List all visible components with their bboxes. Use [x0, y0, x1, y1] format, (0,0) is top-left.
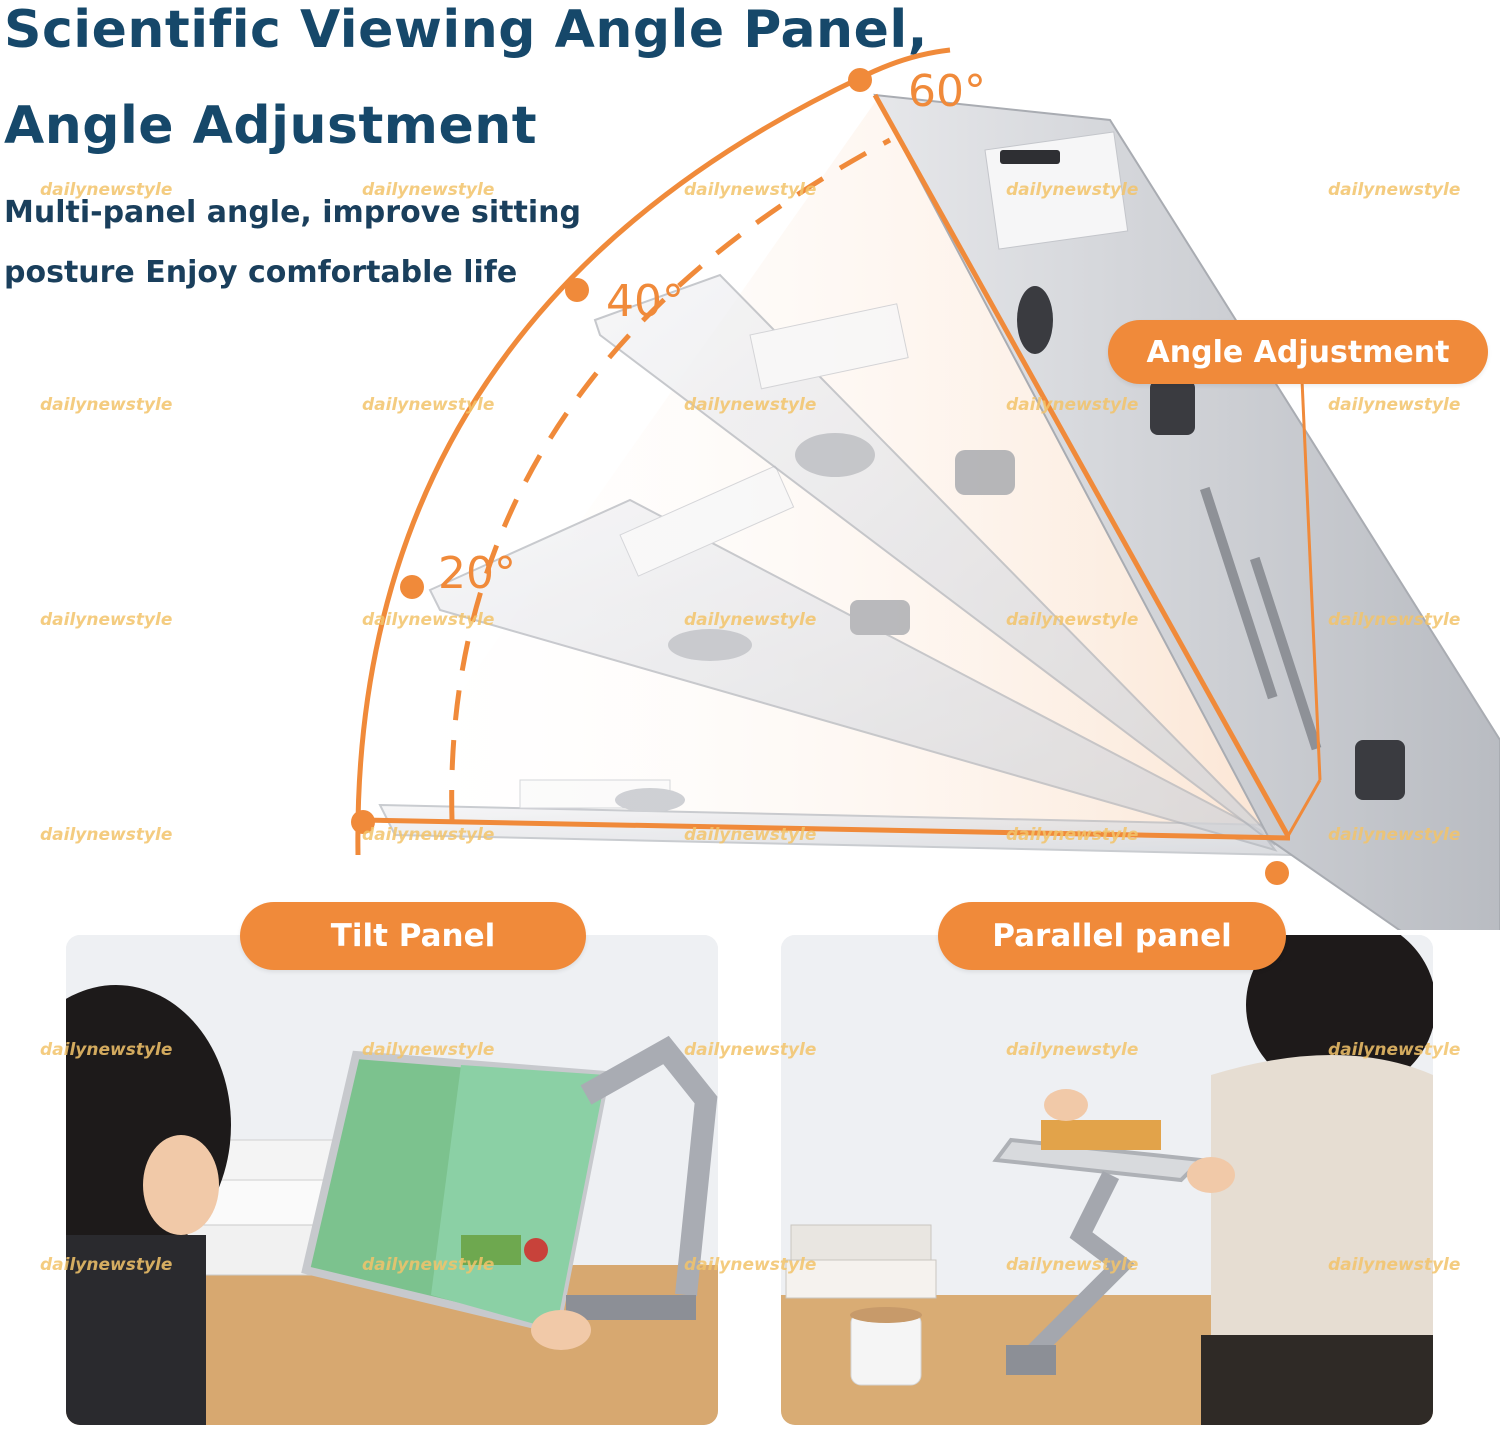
watermark: dailynewstyle [40, 825, 173, 845]
watermark: dailynewstyle [1006, 825, 1139, 845]
subheadline-line-2: posture Enjoy comfortable life [4, 255, 518, 290]
watermark: dailynewstyle [1006, 1040, 1139, 1060]
watermark: dailynewstyle [362, 1255, 495, 1275]
watermark: dailynewstyle [1328, 1255, 1461, 1275]
watermark: dailynewstyle [1006, 395, 1139, 415]
dot-0 [351, 810, 375, 834]
watermark: dailynewstyle [684, 395, 817, 415]
dot-hinge [1265, 861, 1289, 885]
watermark: dailynewstyle [40, 180, 173, 200]
watermark: dailynewstyle [684, 825, 817, 845]
inner-arc-dashed [449, 137, 892, 821]
angle-label-20: 20° [438, 548, 516, 599]
hinge-riser [872, 93, 1291, 838]
angle-adjustment-pill: Angle Adjustment [1108, 320, 1488, 384]
baseline [361, 817, 1291, 841]
watermark: dailynewstyle [684, 1255, 817, 1275]
parallel-panel-photo [781, 935, 1433, 1425]
watermark: dailynewstyle [1328, 610, 1461, 630]
panel-20-deg [428, 465, 1278, 852]
parallel-panel-scene [781, 935, 1433, 1425]
angle-diagram [351, 47, 1500, 930]
tilt-panel-scene [66, 935, 718, 1425]
parallel-panel-pill: Parallel panel [938, 902, 1286, 970]
watermark: dailynewstyle [1328, 1040, 1461, 1060]
watermark: dailynewstyle [40, 610, 173, 630]
watermark: dailynewstyle [1006, 610, 1139, 630]
subheadline-line-1: Multi-panel angle, improve sitting [4, 195, 581, 230]
watermark: dailynewstyle [1006, 1255, 1139, 1275]
angle-label-60: 60° [908, 66, 986, 117]
headline-line-1: Scientific Viewing Angle Panel, [4, 0, 928, 60]
watermark: dailynewstyle [362, 610, 495, 630]
angle-label-40: 40° [606, 276, 684, 327]
watermark: dailynewstyle [684, 180, 817, 200]
watermark: dailynewstyle [40, 1255, 173, 1275]
headline-line-2: Angle Adjustment [4, 96, 538, 156]
callout-line [1300, 379, 1322, 781]
watermark: dailynewstyle [1006, 180, 1139, 200]
watermark: dailynewstyle [1328, 395, 1461, 415]
watermark: dailynewstyle [362, 1040, 495, 1060]
watermark: dailynewstyle [40, 1040, 173, 1060]
watermark: dailynewstyle [40, 395, 173, 415]
outer-arc [355, 75, 862, 856]
watermark: dailynewstyle [1328, 825, 1461, 845]
dot-40 [565, 278, 589, 302]
tilt-panel-pill: Tilt Panel [240, 902, 586, 970]
watermark: dailynewstyle [362, 825, 495, 845]
watermark: dailynewstyle [362, 180, 495, 200]
watermark: dailynewstyle [684, 1040, 817, 1060]
dot-60 [848, 68, 872, 92]
tilt-panel-photo [66, 935, 718, 1425]
watermark: dailynewstyle [362, 395, 495, 415]
watermark: dailynewstyle [684, 610, 817, 630]
panel-60-deg [873, 93, 1500, 930]
dot-20 [400, 575, 424, 599]
watermark: dailynewstyle [1328, 180, 1461, 200]
callout-line-2 [1286, 779, 1322, 837]
